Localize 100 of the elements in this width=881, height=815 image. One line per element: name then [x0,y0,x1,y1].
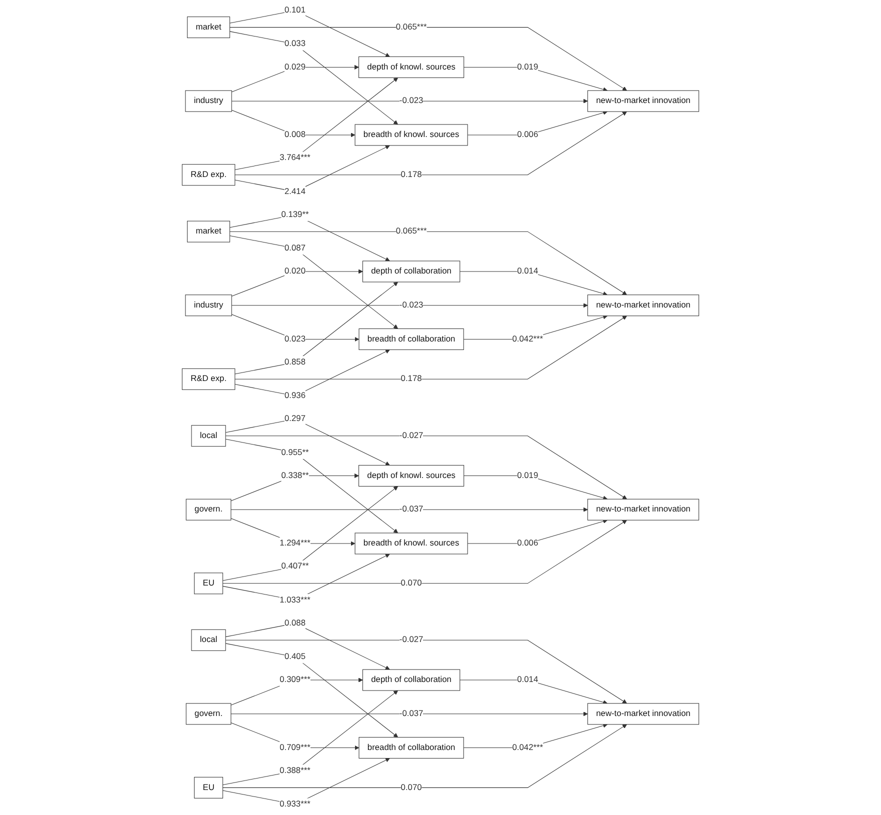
edge-label: -0.037 [399,709,424,718]
edge-label: 2.414 [284,186,306,196]
arrow [230,31,398,125]
edge-label: 0.019 [517,62,538,72]
edge-label: 0.070 [400,578,422,588]
edge-label: 0.139** [281,210,309,219]
node-box: breadth of knowl. sources [354,532,468,554]
arrow [222,520,627,584]
edge-label: 0.309*** [280,675,310,684]
arrow [225,436,627,500]
edge-label: 0.709*** [280,743,310,752]
edge-label: 0.020 [284,266,306,276]
edge-label: 0.178 [400,374,422,384]
arrow [467,110,608,136]
arrow [225,623,390,670]
node-box: R&D exp. [182,368,236,390]
arrow [234,349,390,396]
arrow [231,269,363,297]
node-box: new-to-market innovation [587,90,700,112]
arrow [234,111,627,176]
edge-label: 0.042*** [512,743,544,752]
edge-label: 0.405 [284,652,306,662]
node-box: EU [194,776,224,798]
edge-label: -0.027 [399,431,424,440]
edge-label: 1.033*** [280,595,310,604]
arrow [230,10,390,57]
node-box: breadth of collaboration [358,737,464,759]
edge-label: 0.088 [284,618,306,628]
edge-label: 0.297 [284,414,306,424]
node-box: breadth of knowl. sources [354,124,468,146]
edge-label: 0.065*** [396,226,427,236]
arrow [234,282,398,374]
edge-label: 0.388*** [280,766,310,776]
arrow [234,145,390,192]
arrow [222,554,390,600]
node-box: industry [185,294,232,316]
arrow [230,214,390,262]
edge-label: 0.042*** [512,334,544,344]
arrow [225,643,398,738]
node-box: R&D exp. [182,164,236,186]
arrow [230,231,627,296]
node-box: new-to-market innovation [587,294,700,316]
arrow [225,438,398,534]
node-box: new-to-market innovation [587,703,700,725]
arrow [231,314,360,342]
arrow [230,235,398,329]
edge-label: 0.407** [281,562,309,571]
edge-label: 0.070 [400,782,422,792]
arrow [460,680,608,704]
arrow [230,27,627,91]
edge-label: 0.178 [400,170,422,180]
node-box: industry [185,90,232,112]
node-box: depth of collaboration [362,260,460,282]
edge-label: -0.037 [399,504,424,514]
arrow [234,78,398,170]
edge-label: 0.019 [517,471,538,480]
edge-label: 0.023 [284,334,306,344]
edge-label: 0.014 [517,266,538,276]
node-box: govern. [186,703,232,725]
edge-label: -0.027 [399,635,424,644]
node-box: market [187,220,230,242]
arrow [230,712,588,716]
node-box: market [187,16,230,38]
edge-label: 0.065*** [396,22,427,32]
arrow [464,66,608,92]
node-box: new-to-market innovation [587,498,700,520]
edge-label: -0.023 [399,300,424,310]
edge-label: 0.008 [284,130,306,140]
arrow [230,507,588,512]
node-box: depth of knowl. sources [358,56,464,78]
edge-label: 0.933*** [280,800,310,809]
edge-label: 0.858 [284,358,306,367]
edge-label: 0.006 [517,130,538,140]
arrow [460,271,608,296]
arrow [222,690,398,786]
node-box: breadth of collaboration [358,328,464,350]
node-box: govern. [186,498,232,520]
node-box: depth of collaboration [362,669,460,691]
edge-label: 0.029 [284,62,306,72]
edge-label: 0.101 [284,6,306,15]
edge-label: -0.023 [399,96,424,106]
edge-label: 0.936 [284,391,306,400]
edge-label: 1.294*** [280,538,310,548]
edge-label: 3.764*** [280,153,310,162]
arrow [467,519,608,544]
edge-label: 0.014 [517,675,538,684]
arrow [231,110,356,138]
edge-label: 0.006 [517,538,538,548]
arrow [464,476,608,500]
node-box: depth of knowl. sources [358,465,464,487]
node-box: local [191,629,226,651]
edge-label: 0.087 [284,244,306,253]
arrow [225,418,390,466]
edge-label: 0.955** [281,448,309,457]
node-box: local [191,425,226,447]
arrow [231,64,359,92]
arrow [231,98,588,104]
arrow [225,640,627,704]
node-box: EU [194,572,224,594]
arrow [222,486,398,581]
